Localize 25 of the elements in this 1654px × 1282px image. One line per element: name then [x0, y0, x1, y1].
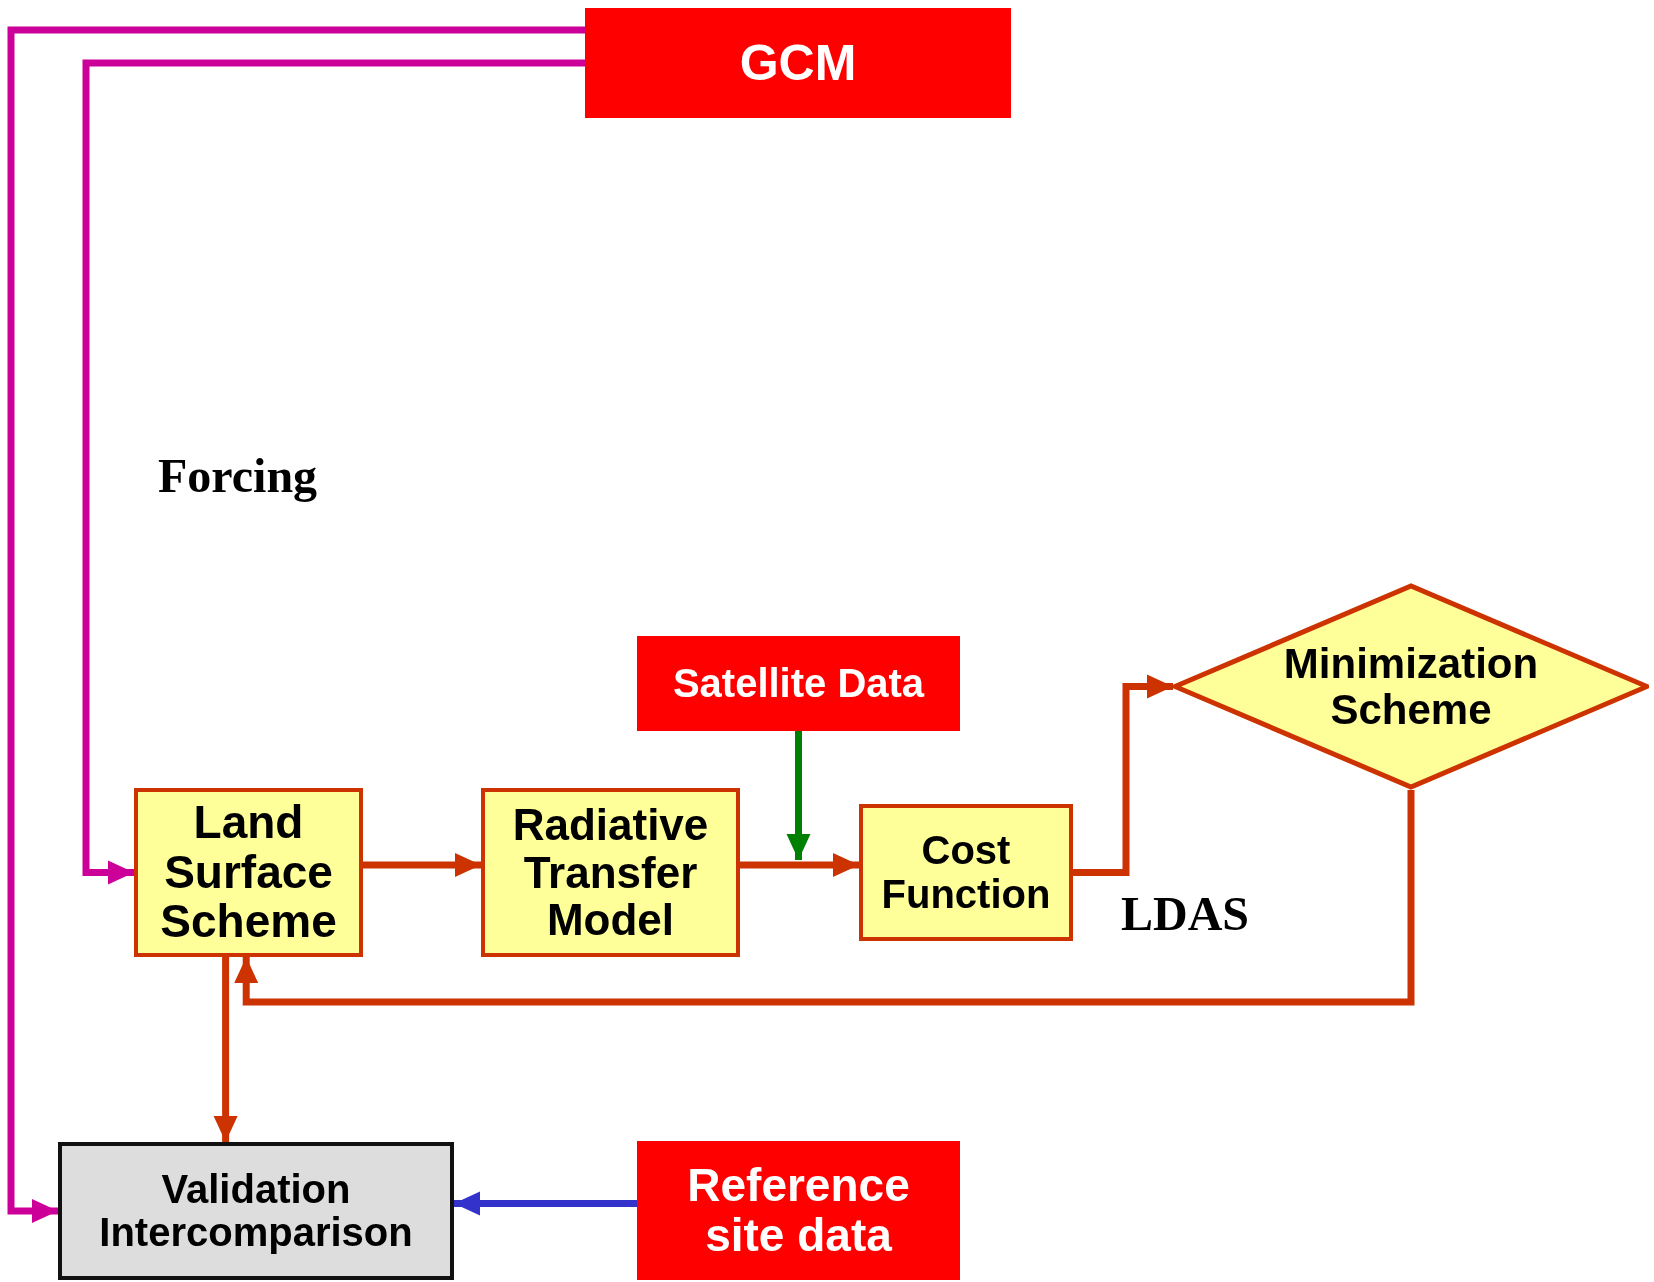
decision-diamond	[1173, 583, 1649, 790]
node-label: Radiative Transfer Model	[511, 801, 710, 944]
source-box	[585, 8, 1011, 118]
annotation-label: Forcing	[158, 448, 318, 503]
node-label: Minimization Scheme	[1282, 641, 1540, 732]
arrow	[213, 957, 238, 1142]
node-label: Reference site data	[686, 1160, 911, 1261]
annotation-label: LDAS	[1121, 886, 1250, 941]
node-label: Land Surface Scheme	[159, 798, 338, 947]
arrow	[454, 1191, 637, 1216]
arrow	[82, 59, 585, 885]
node-label: GCM	[739, 36, 857, 90]
output-box	[58, 1142, 454, 1280]
node-label: Cost Function	[880, 829, 1052, 916]
process-box	[134, 788, 363, 957]
arrow	[1073, 674, 1173, 876]
arrow	[740, 853, 859, 878]
process-box	[859, 804, 1073, 941]
arrow	[363, 853, 481, 878]
source-box	[637, 1141, 960, 1280]
node-label: Validation Intercomparison	[98, 1167, 414, 1255]
process-box	[481, 788, 740, 957]
source-box	[637, 636, 960, 731]
arrow	[7, 26, 585, 1223]
node-label: Satellite Data	[672, 661, 925, 706]
